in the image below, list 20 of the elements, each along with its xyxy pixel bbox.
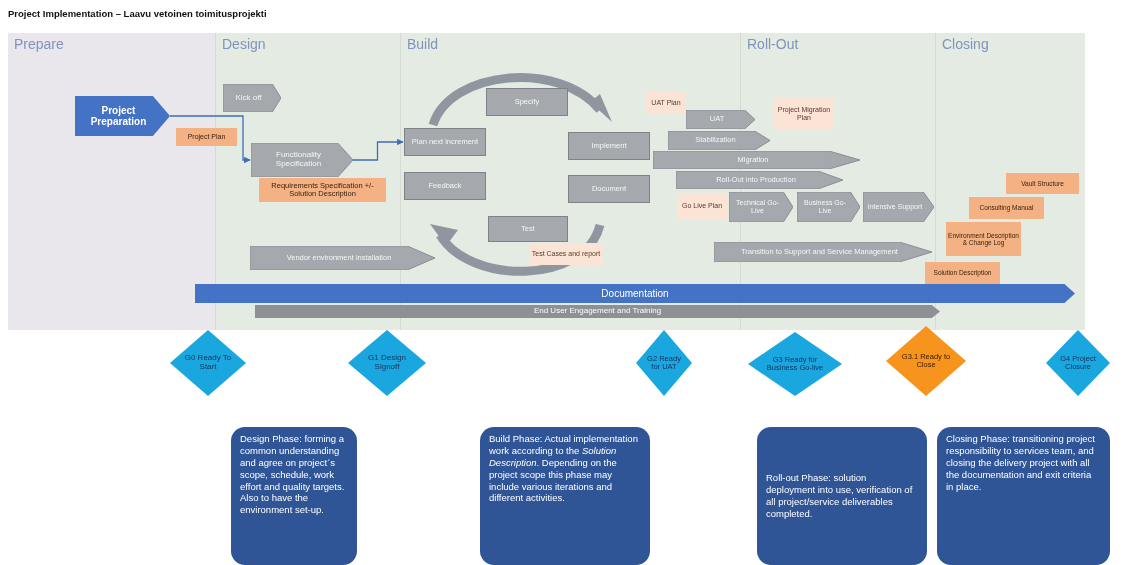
training-bar: End User Engagement and Training: [255, 305, 940, 318]
milestone-diamond: G0 Ready To Start: [170, 330, 246, 396]
process-step: Project Preparation: [75, 96, 170, 136]
phase-description-card: Closing Phase: transitioning project responsibility to services team, and closing the delivery project with all the documentation and exit criteria in place.: [937, 427, 1110, 565]
diagram-title: Project Implementation – Laavu vetoinen toimitusprojekti: [8, 8, 267, 19]
phase-title: Build: [407, 37, 439, 53]
connector-arrow: [351, 138, 404, 161]
phase-title: Roll-Out: [747, 37, 799, 53]
phase-description-card: Build Phase: Actual implementation work according to the Solution Description. Depending on the project scope this phase may include various iterations and different activities.: [480, 427, 650, 565]
connector-arrow: [169, 115, 251, 164]
phase-band: [935, 33, 1085, 330]
documentation-bar: Documentation: [195, 284, 1075, 303]
milestone-diamond: G1 Design Signoff: [348, 330, 426, 396]
phase-description-card: Roll-out Phase: solution deployment into use, verification of all project/service deliverables completed.: [757, 427, 927, 565]
phase-title: Design: [222, 37, 266, 53]
phase-description-card: Design Phase: forming a common understanding and agree on project´s scope, schedule, work effort and quality targets. Also to have the environment set-up.: [231, 427, 357, 565]
phase-title: Closing: [942, 37, 989, 53]
phase-title: Prepare: [14, 37, 64, 53]
process-step: Functionality Specification: [251, 143, 353, 177]
process-step: Kick off: [223, 84, 281, 112]
